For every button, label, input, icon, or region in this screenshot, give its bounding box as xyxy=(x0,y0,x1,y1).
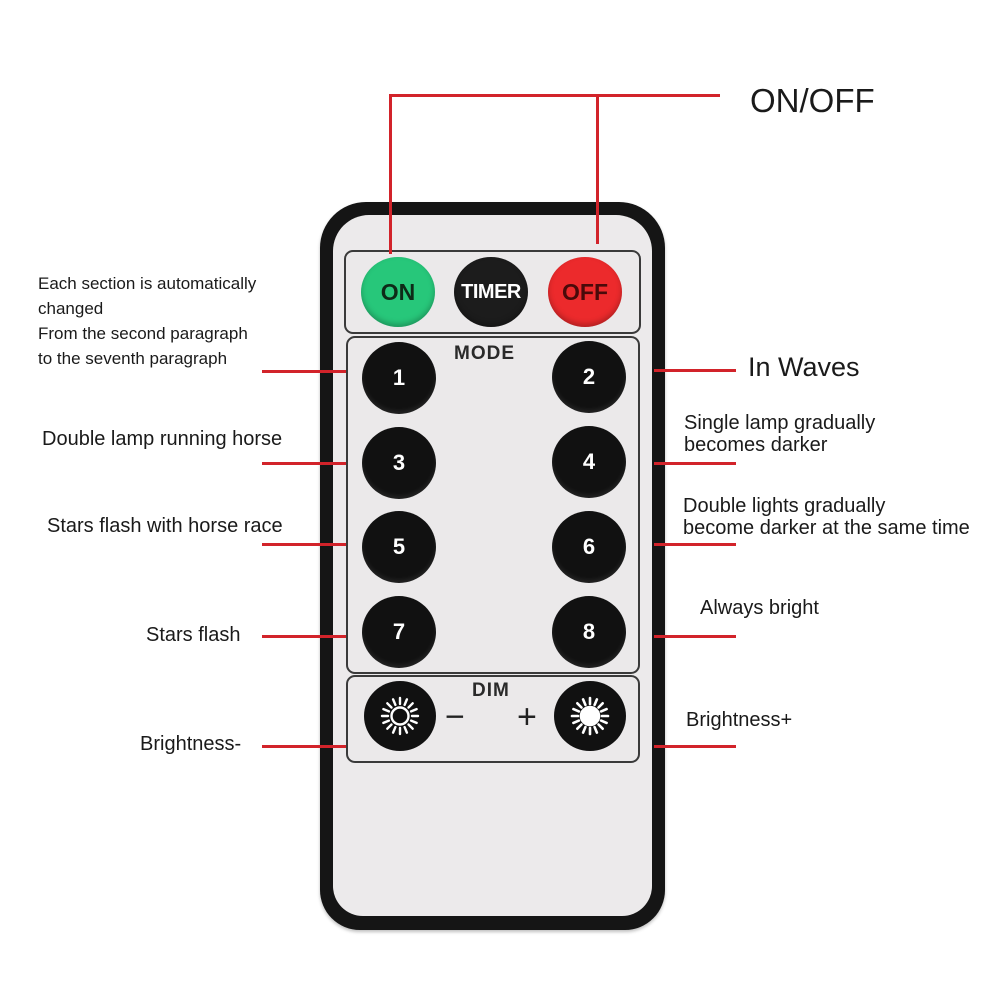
mode-7-label: Stars flash xyxy=(146,624,241,646)
mode-title: MODE xyxy=(454,343,515,364)
mode-8-leader xyxy=(654,635,736,638)
brightness-minus-label: Brightness- xyxy=(140,733,242,755)
mode-2-label: In Waves xyxy=(748,352,860,382)
mode-1-button[interactable]: 1 xyxy=(362,342,436,414)
brightness-plus-leader xyxy=(654,745,736,748)
sun-filled-icon xyxy=(570,696,610,736)
mode-4-button[interactable]: 4 xyxy=(552,426,626,498)
mode-6-label-line: Double lights gradually xyxy=(683,495,886,517)
auto-cycle-line: Each section is automatically xyxy=(38,274,257,293)
mode-5-button[interactable]: 5 xyxy=(362,511,436,583)
auto-cycle-line: changed xyxy=(38,299,104,318)
on-leader-vertical xyxy=(389,94,392,254)
dim-title: DIM xyxy=(472,680,510,701)
mode-4-label-line: Single lamp gradually xyxy=(684,412,876,434)
mode-5-label: Stars flash with horse race xyxy=(47,515,283,537)
mode-3-button[interactable]: 3 xyxy=(362,427,436,499)
mode-3-leader xyxy=(262,462,346,465)
timer-button[interactable]: TIMER xyxy=(454,257,528,327)
mode-7-leader xyxy=(262,635,346,638)
on-button[interactable]: ON xyxy=(361,257,435,327)
mode-6-label: Double lights gradually become darker at… xyxy=(683,495,970,539)
brightness-minus-leader xyxy=(262,745,346,748)
on-off-leader-top xyxy=(389,94,720,97)
mode-5-leader xyxy=(262,543,346,546)
auto-cycle-note: Each section is automatically changed Fr… xyxy=(38,271,256,371)
brightness-up-button[interactable] xyxy=(554,681,626,751)
mode-1-leader xyxy=(262,370,346,373)
off-leader-vertical xyxy=(596,94,599,244)
mode-7-button[interactable]: 7 xyxy=(362,596,436,668)
mode-6-button[interactable]: 6 xyxy=(552,511,626,583)
auto-cycle-line: From the second paragraph xyxy=(38,324,248,343)
brightness-plus-label: Brightness+ xyxy=(686,709,793,731)
mode-8-label: Always bright xyxy=(700,597,819,619)
mode-2-leader xyxy=(654,369,736,372)
mode-2-button[interactable]: 2 xyxy=(552,341,626,413)
off-button[interactable]: OFF xyxy=(548,257,622,327)
brightness-down-button[interactable] xyxy=(364,681,436,751)
mode-3-label: Double lamp running horse xyxy=(42,428,283,450)
mode-8-button[interactable]: 8 xyxy=(552,596,626,668)
mode-4-label-line: becomes darker xyxy=(684,434,828,456)
mode-6-label-line: become darker at the same time xyxy=(683,517,970,539)
mode-6-leader xyxy=(654,543,736,546)
minus-sign: − xyxy=(445,698,465,736)
sun-outline-icon xyxy=(380,696,420,736)
mode-4-label: Single lamp gradually becomes darker xyxy=(684,412,875,456)
auto-cycle-line: to the seventh paragraph xyxy=(38,349,228,368)
mode-4-leader xyxy=(654,462,736,465)
on-off-label: ON/OFF xyxy=(750,82,875,119)
plus-sign: + xyxy=(517,698,537,736)
